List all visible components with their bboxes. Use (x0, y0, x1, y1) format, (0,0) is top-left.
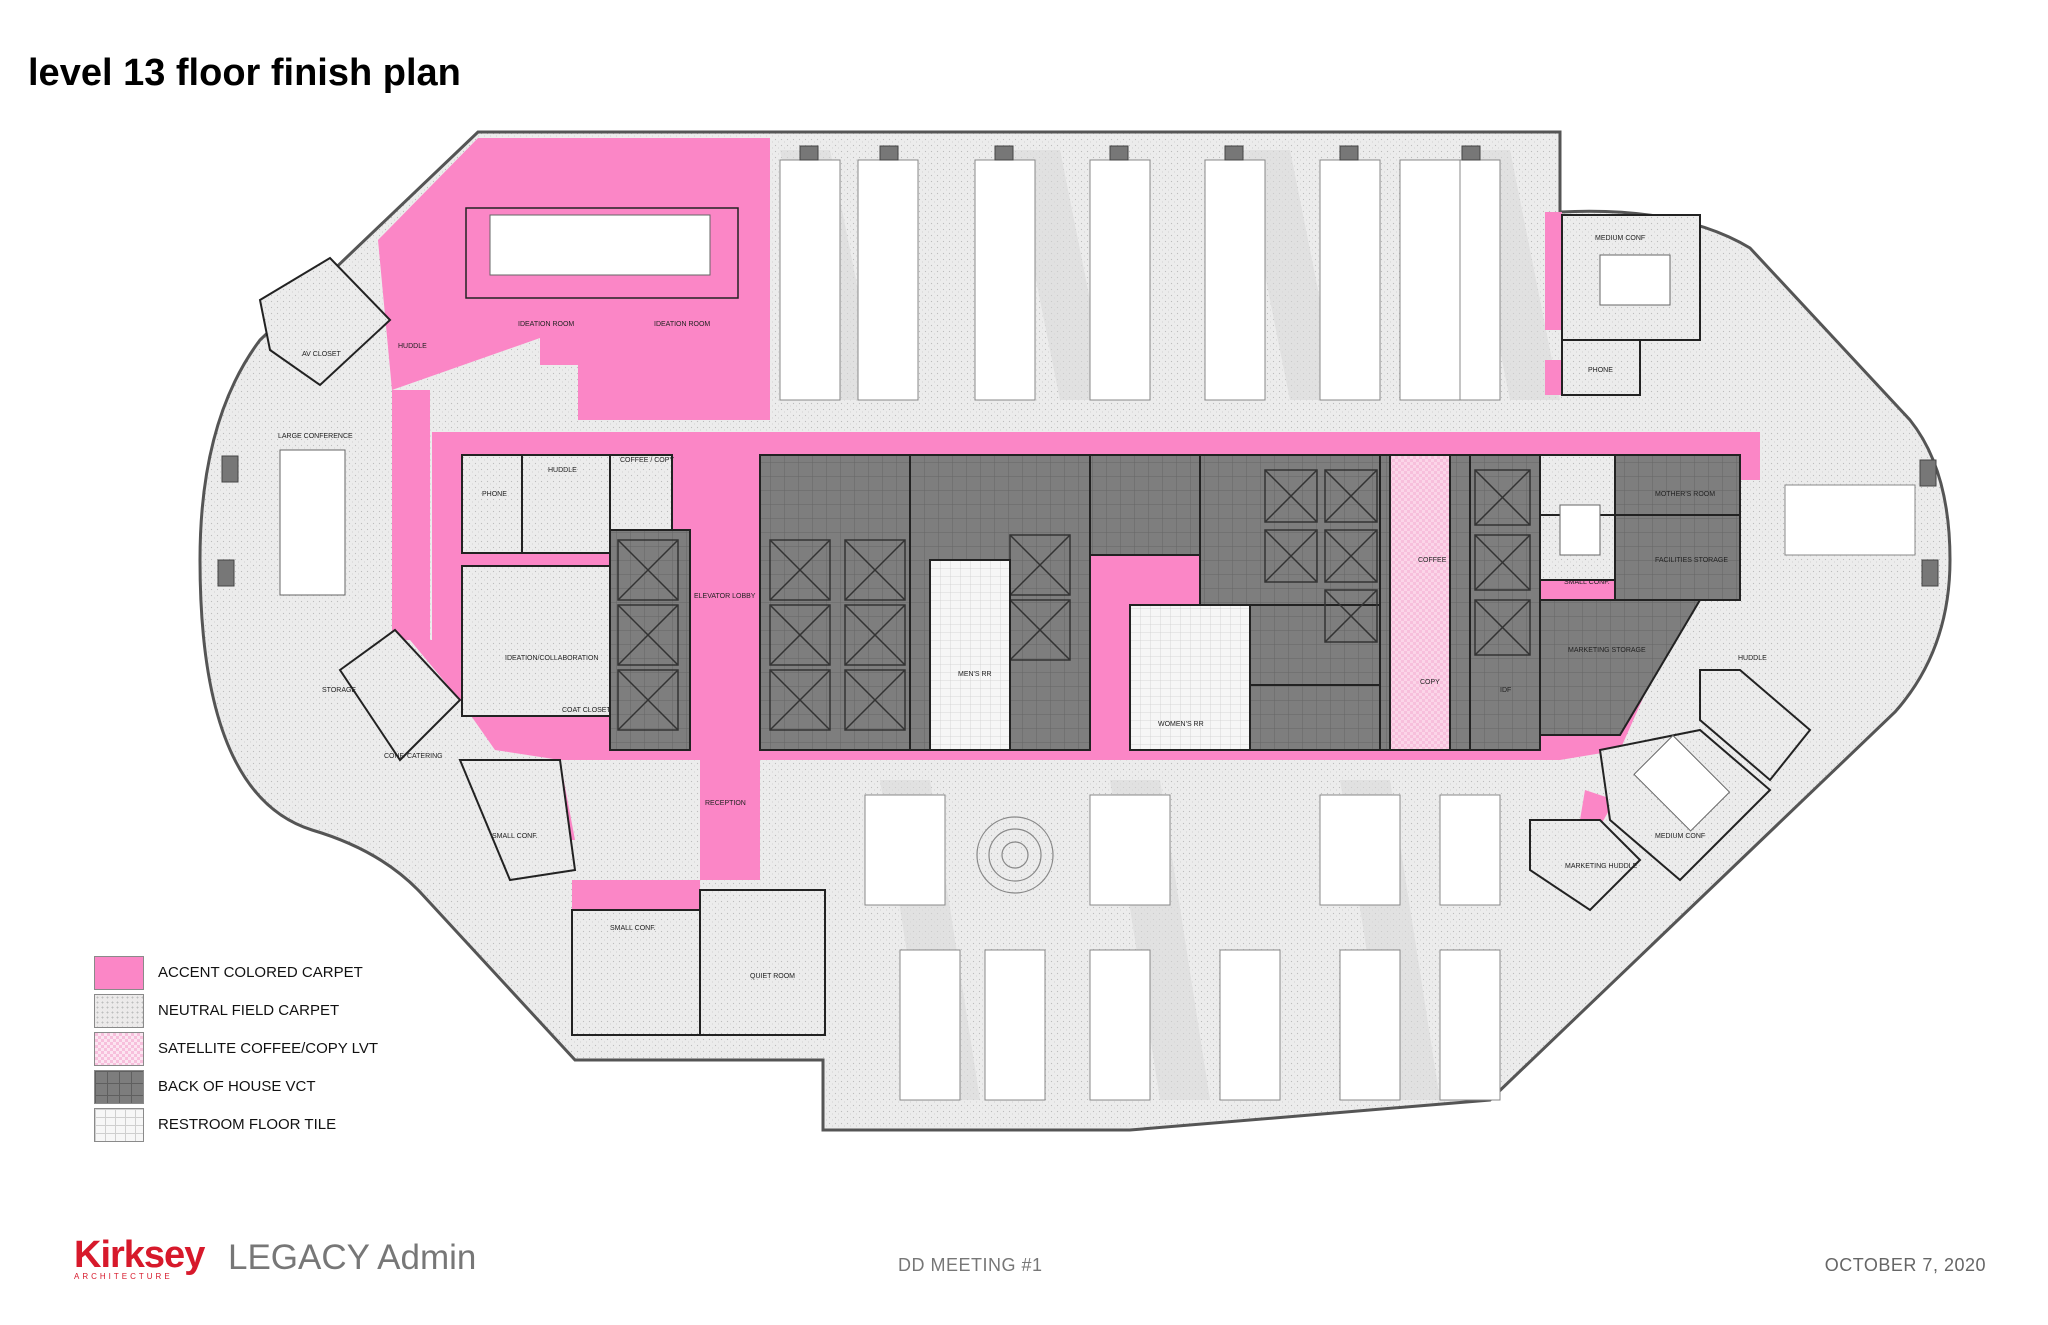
label-quiet-room: QUIET ROOM (750, 973, 795, 980)
label-conf-catering: CONF. CATERING (384, 753, 443, 760)
label-womens-rr: WOMEN'S RR (1158, 721, 1204, 728)
legend-item-satellite-lvt: SATELLITE COFFEE/COPY LVT (94, 1032, 514, 1066)
label-small-conf-e: SMALL CONF. (1564, 579, 1610, 586)
label-idf: IDF (1500, 687, 1511, 694)
label-small-conf-sw: SMALL CONF. (492, 833, 538, 840)
ideation-rooms (465, 207, 739, 299)
satellite-lvt (1389, 454, 1451, 751)
swatch-neutral-carpet (94, 994, 144, 1028)
workstations-south (864, 484, 1916, 1101)
label-ideation-collaboration: IDEATION/COLLABORATION (505, 655, 598, 662)
columns (217, 145, 1939, 587)
logo-subtitle: ARCHITECTURE (74, 1272, 173, 1281)
label-huddle-nw: HUDDLE (398, 343, 427, 350)
label-huddle-w: HUDDLE (548, 467, 577, 474)
label-ideation-room-2: IDEATION ROOM (654, 321, 710, 328)
swatch-accent-carpet (94, 956, 144, 990)
label-elevator-lobby: ELEVATOR LOBBY (694, 593, 756, 600)
date-label: OCTOBER 7, 2020 (1824, 1255, 1986, 1275)
legend-label: SATELLITE COFFEE/COPY LVT (158, 1040, 379, 1057)
label-marketing-storage: MARKETING STORAGE (1568, 647, 1646, 654)
west-rooms (461, 454, 673, 717)
elevators (617, 469, 1531, 731)
label-phone-w: PHONE (482, 491, 507, 498)
swatch-restroom-tile (94, 1108, 144, 1142)
legend-label: NEUTRAL FIELD CARPET (158, 1002, 340, 1019)
legend-label: ACCENT COLORED CARPET (158, 964, 363, 981)
meeting-label: DD MEETING #1 (898, 1255, 1043, 1275)
legend-item-neutral-carpet: NEUTRAL FIELD CARPET (94, 994, 514, 1028)
logo-wordmark: Kirksey (74, 1234, 205, 1276)
label-small-conf-s: SMALL CONF. (610, 925, 656, 932)
restrooms (929, 559, 1251, 751)
legend-item-back-of-house: BACK OF HOUSE VCT (94, 1070, 514, 1104)
label-ideation-room-1: IDEATION ROOM (518, 321, 574, 328)
label-copy: COPY (1420, 679, 1440, 686)
legend-label: BACK OF HOUSE VCT (158, 1078, 316, 1095)
label-storage-w: STORAGE (322, 687, 356, 694)
room-labels: IDEATION ROOM IDEATION ROOM HUDDLE AV CL… (278, 235, 1767, 980)
label-reception: RECEPTION (705, 800, 746, 807)
swatch-back-of-house (94, 1070, 144, 1104)
label-medium-conf-ne: MEDIUM CONF (1595, 235, 1645, 242)
label-facilities-storage: FACILITIES STORAGE (1655, 557, 1728, 564)
legend-label: RESTROOM FLOOR TILE (158, 1116, 337, 1133)
collab-rings (976, 816, 1054, 894)
label-medium-conf-se: MEDIUM CONF (1655, 833, 1705, 840)
page-title: level 13 floor finish plan (28, 52, 461, 94)
kirksey-logo: Kirksey ARCHITECTURE (74, 1234, 205, 1281)
label-mens-rr: MEN'S RR (958, 671, 992, 678)
label-av-closet: AV CLOSET (302, 351, 341, 358)
label-marketing-huddle: MARKETING HUDDLE (1565, 863, 1638, 870)
label-mothers-room: MOTHER'S ROOM (1655, 491, 1715, 498)
legend-item-accent-carpet: ACCENT COLORED CARPET (94, 956, 514, 990)
perimeter-rooms (258, 214, 1812, 1036)
legend-item-restroom-tile: RESTROOM FLOOR TILE (94, 1108, 514, 1142)
label-huddle-e: HUDDLE (1738, 655, 1767, 662)
conference-tables (279, 214, 1731, 832)
label-coffee: COFFEE (1418, 557, 1447, 564)
label-coffee-copy: COFFEE / COPY (620, 457, 674, 464)
workstations-north (779, 159, 1501, 401)
swatch-satellite-lvt (94, 1032, 144, 1066)
label-large-conference: LARGE CONFERENCE (278, 433, 353, 440)
label-phone-ne: PHONE (1588, 367, 1613, 374)
project-name: LEGACY Admin (228, 1238, 477, 1277)
label-coat-closet: COAT CLOSET (562, 707, 611, 714)
